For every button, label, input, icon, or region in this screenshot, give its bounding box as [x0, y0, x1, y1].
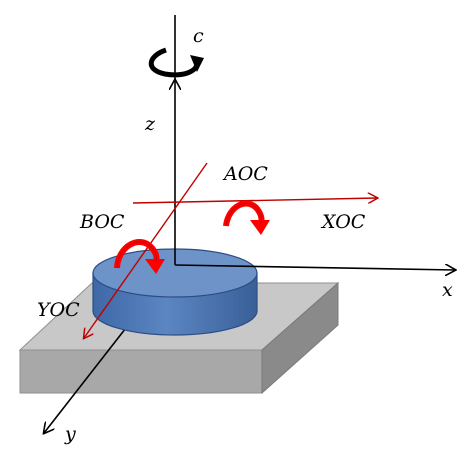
z-axis-label: z	[144, 113, 156, 135]
base-plate-side	[261, 281, 339, 395]
base-plate-front	[19, 349, 263, 394]
yoc-axis-line	[84, 162, 208, 338]
boc-rotation-arrow-icon	[114, 239, 165, 274]
cylinder-workpiece	[92, 248, 258, 336]
yoc-label: YOC	[37, 299, 80, 321]
xoc-axis-line	[132, 198, 377, 204]
aoc-rotation-arrow-icon	[223, 200, 270, 235]
aoc-label: AOC	[222, 163, 268, 185]
boc-label: BOC	[79, 211, 125, 233]
xoc-label: XOC	[320, 211, 366, 233]
x-axis-line	[174, 265, 455, 270]
y-axis-label: y	[64, 423, 76, 445]
c-rotation-arrow-icon	[148, 47, 204, 78]
c-axis-label: c	[193, 25, 204, 47]
x-axis-label: x	[442, 279, 453, 301]
